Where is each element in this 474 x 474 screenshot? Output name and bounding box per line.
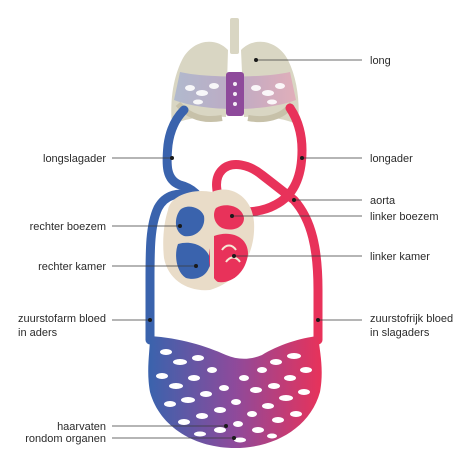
trachea — [230, 18, 239, 54]
lungs — [171, 18, 299, 125]
heart — [163, 189, 255, 291]
capillary-net — [148, 336, 322, 448]
aorta-vessel — [212, 160, 323, 345]
label-longader: longader — [370, 153, 413, 165]
label-haarvaten-2: rondom organen — [25, 433, 106, 445]
label-aorta: aorta — [370, 195, 396, 207]
pulmonary-vein — [231, 103, 307, 217]
label-rechter-kamer: rechter kamer — [38, 261, 106, 273]
organ-capillaries — [148, 336, 322, 448]
label-linker-boezem: linker boezem — [370, 211, 438, 223]
label-haarvaten-1: haarvaten — [57, 421, 106, 433]
label-zuurstofrijk-1: zuurstofrijk bloed — [370, 313, 453, 325]
left-atrium — [214, 205, 244, 230]
label-linker-kamer: linker kamer — [370, 251, 430, 263]
leader-lines — [112, 58, 362, 440]
right-ventricle — [176, 242, 211, 279]
label-long: long — [370, 55, 391, 67]
labels: long longslagader longader aorta linker … — [18, 55, 453, 445]
label-rechter-boezem: rechter boezem — [30, 221, 106, 233]
label-zuurstofarm-2: in aders — [18, 327, 58, 339]
label-zuurstofarm-1: zuurstofarm bloed — [18, 313, 106, 325]
label-zuurstofrijk-2: in slagaders — [370, 327, 430, 339]
right-atrium — [175, 206, 205, 237]
label-longslagader: longslagader — [43, 153, 106, 165]
